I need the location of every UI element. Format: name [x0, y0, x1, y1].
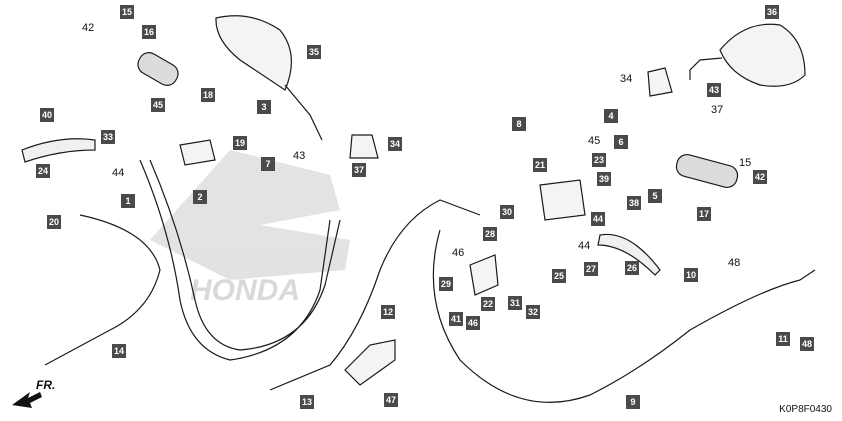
- right-grip: [675, 153, 739, 189]
- callout-38: 38: [627, 196, 641, 210]
- callout-18: 18: [201, 88, 215, 102]
- callout-23: 23: [592, 153, 606, 167]
- callout-1: 1: [121, 194, 135, 208]
- callout-40: 40: [40, 108, 54, 122]
- callout-17: 17: [697, 207, 711, 221]
- callout-37: 37: [352, 163, 366, 177]
- callout-7: 7: [261, 157, 275, 171]
- callout-45: 45: [151, 98, 165, 112]
- left-mirror: [215, 15, 293, 91]
- callout-5: 5: [648, 189, 662, 203]
- left-grip: [137, 52, 179, 86]
- callout-33: 33: [101, 130, 115, 144]
- bracket-12: [344, 339, 396, 386]
- left-switch: [179, 139, 216, 166]
- front-direction-arrow: [12, 392, 42, 408]
- cable-bundle-2: [149, 159, 341, 351]
- callout-19: 19: [233, 136, 247, 150]
- callout-8: 8: [512, 117, 526, 131]
- cover-34: [349, 134, 379, 159]
- callout-12: 12: [381, 305, 395, 319]
- right-switch: [539, 179, 586, 221]
- honda-watermark-logo: HONDA: [150, 150, 350, 307]
- label-34-right: 34: [620, 73, 633, 85]
- callout-43: 43: [707, 83, 721, 97]
- callout-24: 24: [36, 164, 50, 178]
- svg-text:HONDA: HONDA: [190, 274, 300, 307]
- label-46-mid: 46: [452, 247, 465, 259]
- callout-42: 42: [753, 170, 767, 184]
- callout-46: 46: [466, 316, 480, 330]
- clutch-lever: [21, 138, 96, 163]
- label-44-mid: 44: [578, 240, 591, 252]
- cable-13: [269, 199, 481, 391]
- callout-9: 9: [626, 395, 640, 409]
- right-mirror-stem: [689, 57, 723, 80]
- callout-47: 47: [384, 393, 398, 407]
- label-37-right: 37: [711, 104, 724, 116]
- callout-36: 36: [765, 5, 779, 19]
- callout-27: 27: [584, 262, 598, 276]
- label-45-mid: 45: [588, 135, 601, 147]
- callout-11: 11: [776, 332, 790, 346]
- callout-34: 34: [388, 137, 402, 151]
- bracket-22: [469, 254, 499, 296]
- label-42-left: 42: [82, 22, 95, 34]
- diagram-code: K0P8F0430: [779, 404, 832, 415]
- front-direction-label: FR.: [36, 378, 56, 392]
- brake-lever: [597, 233, 661, 276]
- callout-14: 14: [112, 344, 126, 358]
- left-mirror-stem: [284, 84, 323, 141]
- callout-26: 26: [625, 261, 639, 275]
- callout-2: 2: [193, 190, 207, 204]
- cable-9: [432, 229, 816, 403]
- callout-31: 31: [508, 296, 522, 310]
- callout-6: 6: [614, 135, 628, 149]
- callout-35: 35: [307, 45, 321, 59]
- callout-39: 39: [597, 172, 611, 186]
- right-mirror: [719, 23, 806, 87]
- label-43-right: 43: [293, 150, 306, 162]
- callout-41: 41: [449, 312, 463, 326]
- label-15-right: 15: [739, 157, 752, 169]
- callout-21: 21: [533, 158, 547, 172]
- callout-44: 44: [591, 212, 605, 226]
- callout-4: 4: [604, 109, 618, 123]
- callout-28: 28: [483, 227, 497, 241]
- callout-10: 10: [684, 268, 698, 282]
- callout-15: 15: [120, 5, 134, 19]
- callout-30: 30: [500, 205, 514, 219]
- callout-32: 32: [526, 305, 540, 319]
- callout-16: 16: [142, 25, 156, 39]
- label-44-left: 44: [112, 167, 125, 179]
- callout-13: 13: [300, 395, 314, 409]
- callout-29: 29: [439, 277, 453, 291]
- cover-34r: [647, 67, 673, 97]
- callout-20: 20: [47, 215, 61, 229]
- callout-25: 25: [552, 269, 566, 283]
- callout-22: 22: [481, 297, 495, 311]
- callout-3: 3: [257, 100, 271, 114]
- cable-14: [44, 214, 161, 366]
- label-48-right: 48: [728, 257, 741, 269]
- callout-48: 48: [800, 337, 814, 351]
